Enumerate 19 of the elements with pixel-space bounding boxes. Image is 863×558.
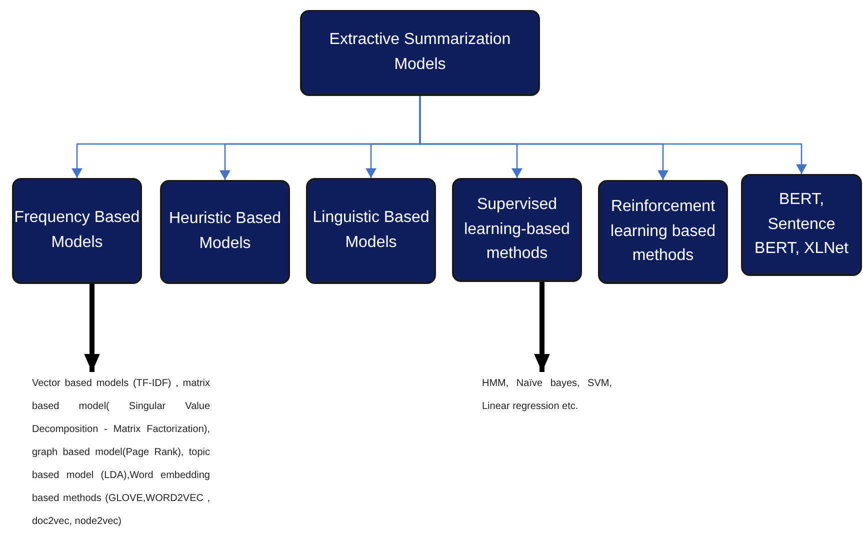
category-label: Reinforcement learning based methods — [610, 196, 716, 266]
category-label: Extractive Summarization Models — [328, 30, 512, 75]
category-box — [452, 178, 582, 282]
category-box — [598, 180, 728, 284]
connector-arrow — [419, 96, 807, 174]
description-text: HMM, Naïve bayes, SVM, Linear regression etc. — [482, 377, 612, 414]
category-label: Frequency Based Models — [14, 208, 140, 253]
down-arrow — [534, 282, 550, 372]
category-label: Heuristic Based Models — [168, 209, 282, 254]
category-box — [306, 178, 436, 284]
down-arrow — [84, 284, 100, 372]
category-box — [160, 180, 290, 284]
category-label: Linguistic Based Models — [312, 208, 430, 253]
category-box — [741, 174, 862, 276]
category-label: BERT, Sentence BERT, XLNet — [754, 190, 850, 260]
category-box — [12, 178, 142, 284]
description-text: Vector based models (TF-IDF) , matrix based model( Singular Value Decomposition - Matrix Factorization), graph based model(Page Rank), topic based model (LDA),Word embedding based methods (GLOVE,WORD2VEC , doc2vec, node2vec) — [32, 377, 210, 529]
category-label: Supervised learning-based methods — [463, 194, 571, 264]
category-box — [300, 10, 540, 96]
